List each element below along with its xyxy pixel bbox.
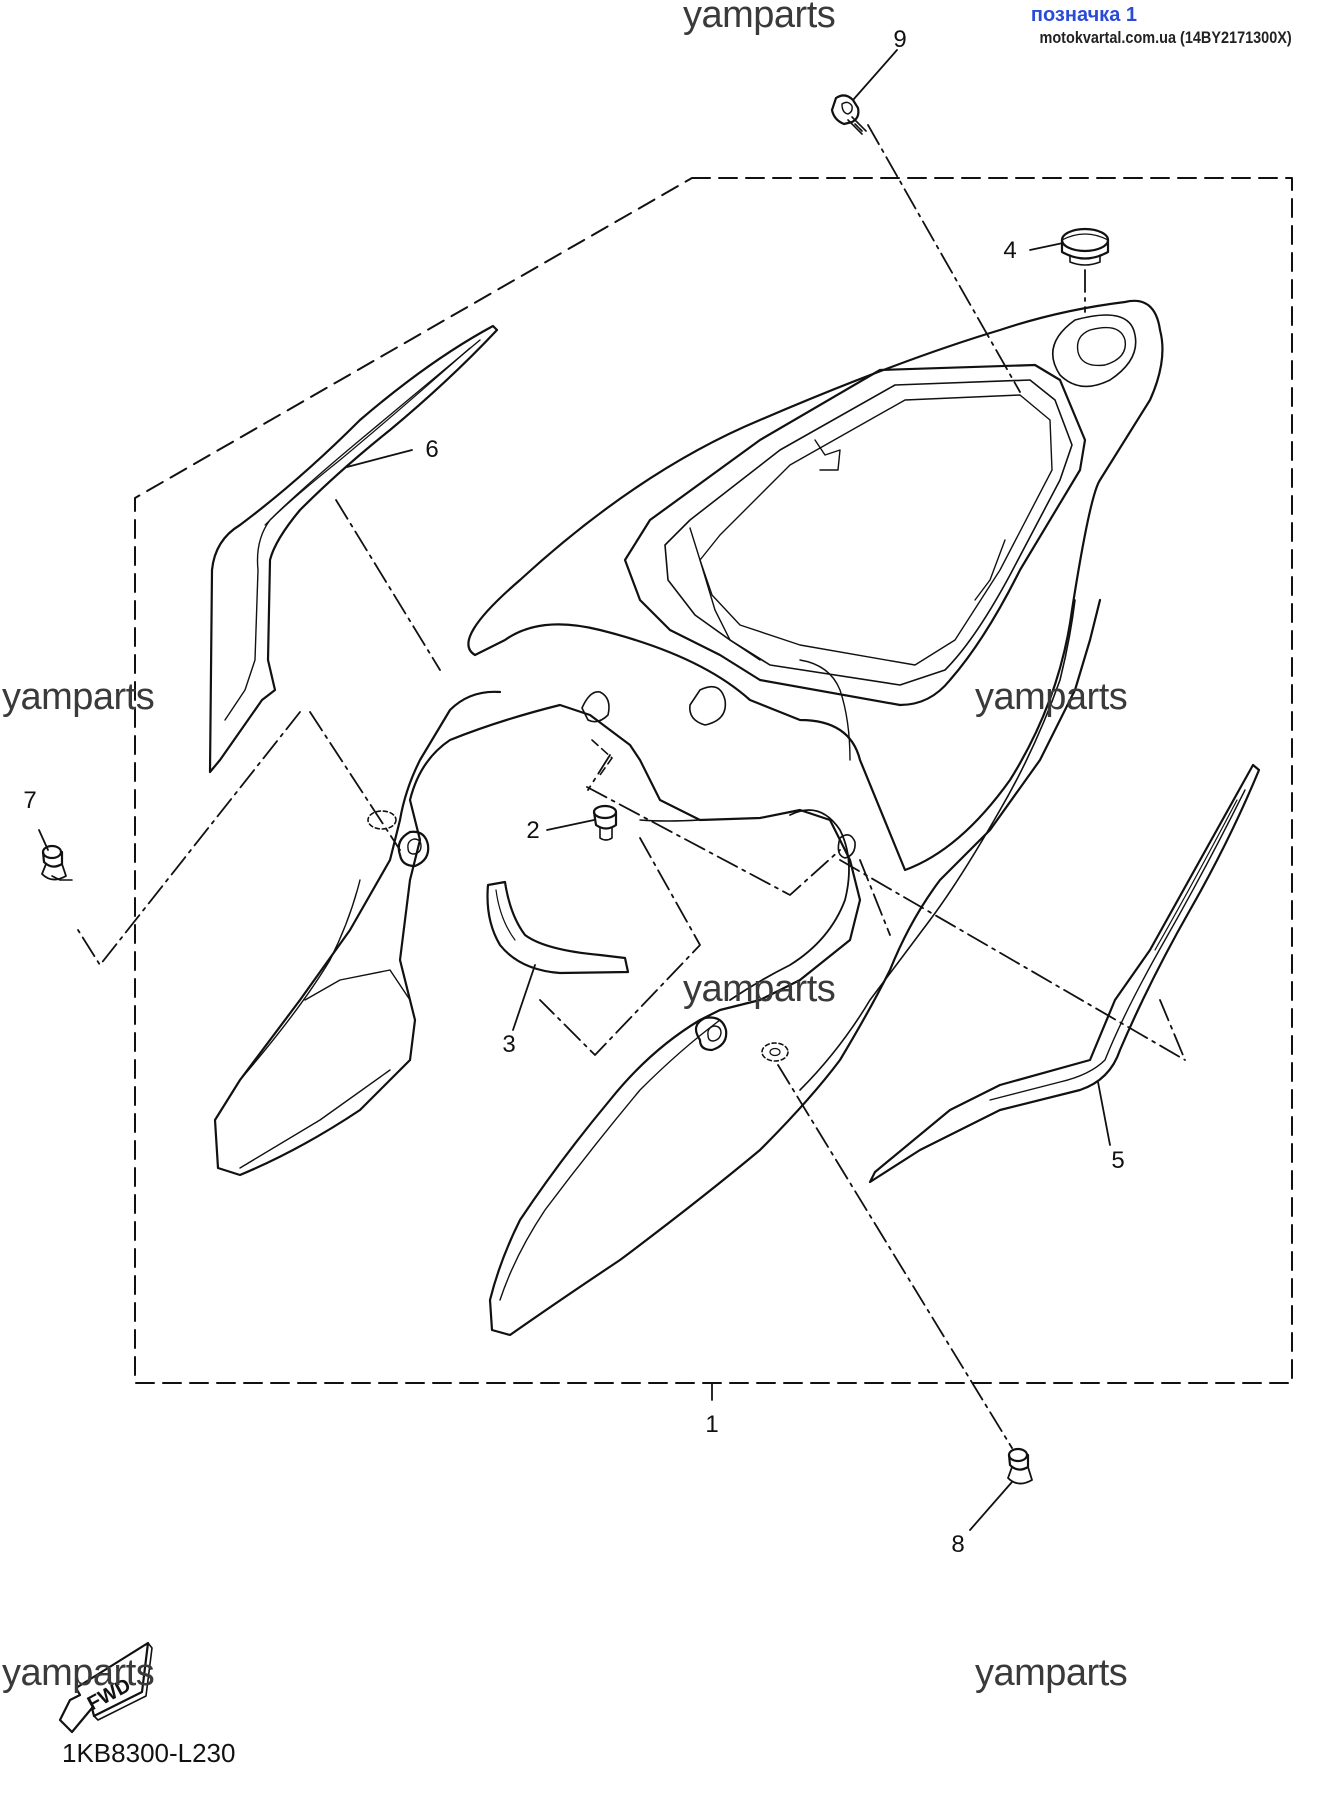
watermark: yamparts (975, 1652, 1128, 1694)
damper-strip (486, 880, 630, 975)
diagram-code: 1KB8300-L230 (62, 1738, 236, 1768)
callout-8: 8 (951, 1531, 964, 1558)
fastener-7 (41, 844, 73, 881)
callout-9: 9 (893, 26, 906, 53)
watermark: yamparts (975, 676, 1128, 718)
watermark: yamparts (2, 1652, 155, 1694)
callout-2: 2 (526, 817, 539, 844)
watermark: yamparts (2, 676, 155, 718)
side-trim-left (208, 324, 499, 774)
assembly-boundary (134, 177, 1293, 1384)
watermark: yamparts (683, 0, 836, 36)
callout-4: 4 (1003, 237, 1016, 264)
bolt-9 (830, 94, 867, 135)
assembly-lines (77, 124, 1186, 1449)
clip-2 (592, 804, 618, 841)
callout-1: 1 (705, 1411, 718, 1438)
callout-6: 6 (425, 436, 438, 463)
watermark: yamparts (683, 968, 836, 1010)
fwd-arrow-icon: FWD (58, 1641, 153, 1734)
callout-labels: 1 2 3 4 5 6 7 8 9 (23, 26, 1124, 1558)
right-lower-panel (499, 599, 1076, 1301)
leader-lines (38, 49, 1111, 1531)
tail-cowl (467, 299, 1164, 872)
callout-3: 3 (502, 1031, 515, 1058)
callout-5: 5 (1111, 1147, 1124, 1174)
badge-title: позначка 1 (1030, 4, 1137, 26)
fastener-8 (1007, 1447, 1033, 1485)
left-side-panel (213, 598, 1102, 1337)
side-trim-right (868, 763, 1261, 1184)
grommet-cap (1060, 227, 1110, 266)
callout-7: 7 (23, 787, 36, 814)
badge-source: motokvartal.com.ua (14BY2171300X) (1039, 28, 1292, 47)
